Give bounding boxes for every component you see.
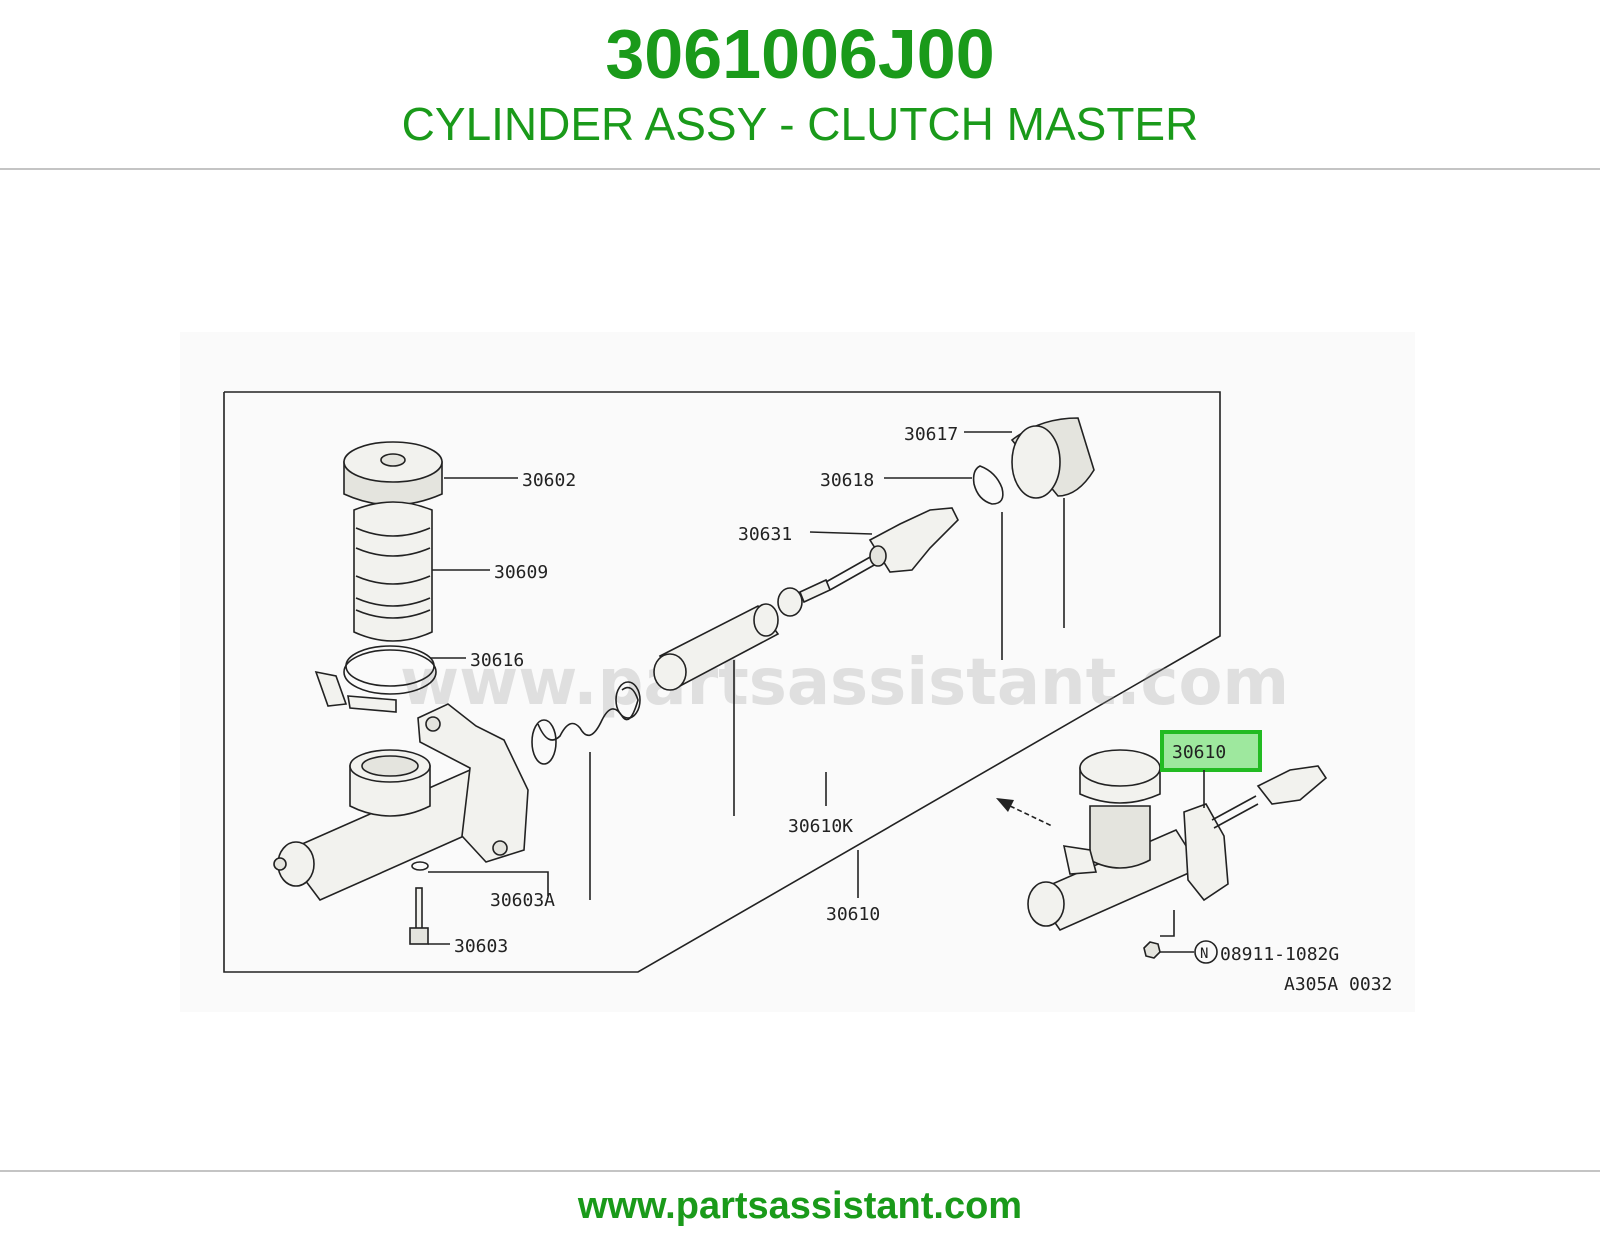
callout-30631: 30631 [738, 524, 792, 545]
bleeder-bolt-part [409, 887, 429, 945]
header-divider [0, 168, 1600, 170]
clevis-part [868, 507, 959, 573]
callout-30602: 30602 [522, 470, 576, 491]
callout-30617: 30617 [904, 424, 958, 445]
part-name: CYLINDER ASSY - CLUTCH MASTER [401, 98, 1199, 150]
callout-30603: 30603 [454, 936, 508, 957]
callout-08911-1082g: 08911-1082G [1220, 944, 1339, 965]
nut-symbol: N [1200, 946, 1208, 962]
part-number: 3061006J00 [605, 15, 995, 93]
callout-30610-highlight: 30610 [1172, 742, 1226, 763]
footer-website-link[interactable]: www.partsassistant.com [577, 1185, 1023, 1227]
reference-code: A305A 0032 [1284, 974, 1392, 995]
dust-boot-part [1010, 417, 1095, 499]
hose-clamp-part [314, 645, 437, 713]
reservoir-cap-part [343, 441, 443, 506]
snap-ring-part [972, 465, 1004, 505]
callout-30610: 30610 [826, 904, 880, 925]
kit-frame [223, 391, 1221, 973]
callout-30616: 30616 [470, 650, 524, 671]
assembled-cylinder-part [1027, 749, 1328, 932]
callout-30610k: 30610K [788, 816, 853, 837]
exploded-parts-diagram: www.partsassistant.com 30602 30609 30616 [223, 391, 1393, 995]
return-spring-part [531, 681, 641, 765]
callout-30609: 30609 [494, 562, 548, 583]
footer-divider [0, 1170, 1600, 1172]
push-rod-part [777, 555, 877, 617]
piston-part [653, 603, 780, 691]
callout-30603a: 30603A [490, 890, 555, 911]
cylinder-body-part [273, 703, 529, 901]
callout-30618: 30618 [820, 470, 874, 491]
nut-symbol-circle [1194, 940, 1218, 964]
highlight-box [1160, 730, 1262, 772]
washer-part [411, 861, 429, 871]
reservoir-tank-part [353, 501, 433, 642]
watermark-text: www.partsassistant.com [400, 646, 1289, 720]
direction-arrow [996, 798, 1053, 827]
